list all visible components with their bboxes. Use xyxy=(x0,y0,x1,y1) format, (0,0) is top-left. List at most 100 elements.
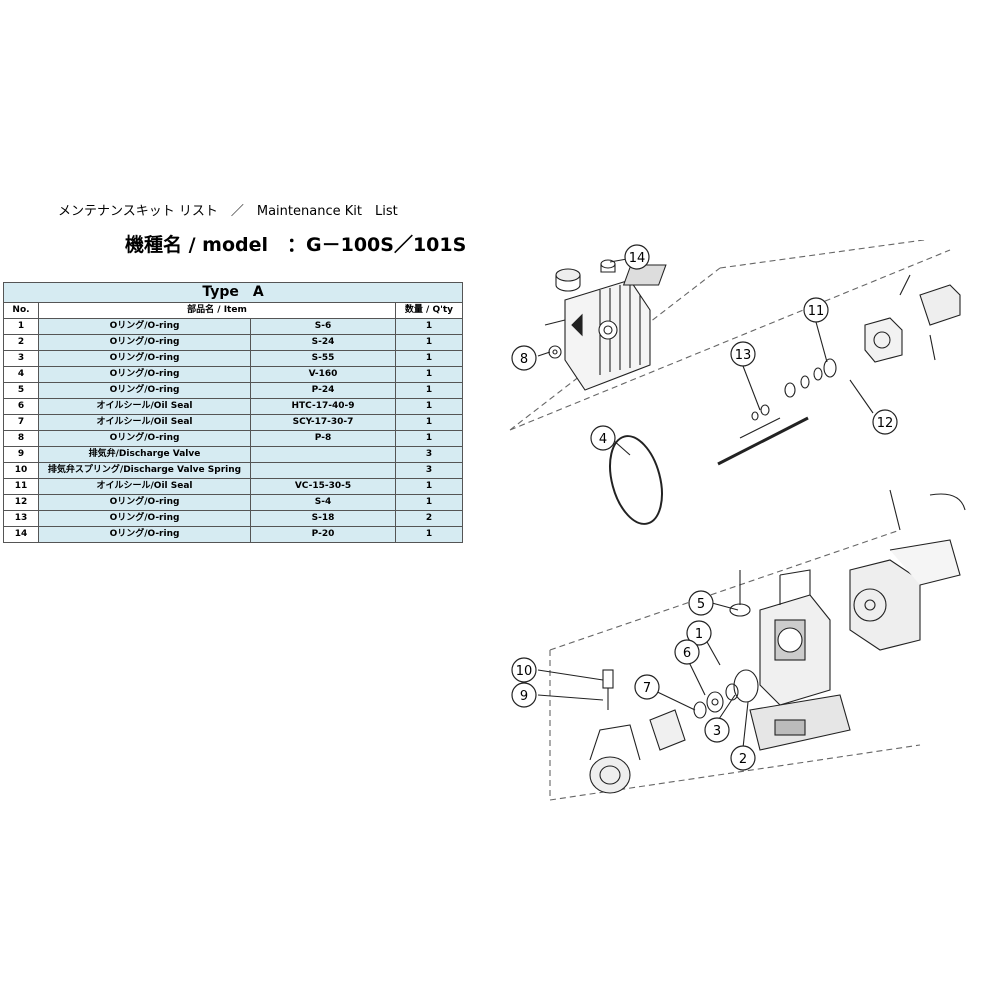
row-qty: 1 xyxy=(395,478,463,495)
row-code: VC-15-30-5 xyxy=(250,478,396,495)
col-item: 部品名 / Item xyxy=(38,302,396,319)
row-item: Oリング/O-ring xyxy=(38,350,251,367)
callout-circle xyxy=(730,745,756,771)
row-no: 13 xyxy=(3,510,39,527)
row-code: S-4 xyxy=(250,494,396,511)
row-item: Oリング/O-ring xyxy=(38,382,251,399)
row-item: Oリング/O-ring xyxy=(38,430,251,447)
discharge-valve-plate xyxy=(602,669,614,689)
row-qty: 2 xyxy=(395,510,463,527)
callout-number: 5 xyxy=(697,597,705,612)
callout-circle xyxy=(872,409,898,435)
callout-circle xyxy=(674,639,700,665)
row-qty: 1 xyxy=(395,414,463,431)
callout-circle xyxy=(590,425,616,451)
row-no: 8 xyxy=(3,430,39,447)
row-no: 14 xyxy=(3,526,39,543)
callout-number: 10 xyxy=(516,664,533,679)
row-code: P-24 xyxy=(250,382,396,399)
callout-number: 11 xyxy=(808,304,825,319)
row-item: Oリング/O-ring xyxy=(38,318,251,335)
row-item: Oリング/O-ring xyxy=(38,510,251,527)
row-code: P-8 xyxy=(250,430,396,447)
callout-circle xyxy=(803,297,829,323)
callout-circle xyxy=(730,341,756,367)
base-plate xyxy=(749,694,851,751)
model-label: 機種名 / model ：G－100S／101S xyxy=(125,234,467,256)
row-qty: 1 xyxy=(395,494,463,511)
callout-number: 3 xyxy=(713,724,721,739)
motor xyxy=(849,489,966,651)
callout-number: 7 xyxy=(643,681,651,696)
plug-cap xyxy=(600,259,616,273)
row-item: Oリング/O-ring xyxy=(38,334,251,351)
row-no: 1 xyxy=(3,318,39,335)
callout-number: 12 xyxy=(877,416,894,431)
row-no: 4 xyxy=(3,366,39,383)
row-code xyxy=(250,462,396,479)
callout-circle xyxy=(688,590,714,616)
row-code: S-55 xyxy=(250,350,396,367)
row-qty: 1 xyxy=(395,398,463,415)
row-item: Oリング/O-ring xyxy=(38,494,251,511)
row-code: S-6 xyxy=(250,318,396,335)
row-qty: 1 xyxy=(395,350,463,367)
pump-body-top xyxy=(564,279,651,391)
pump-body-bottom xyxy=(759,569,831,706)
row-no: 2 xyxy=(3,334,39,351)
row-qty: 1 xyxy=(395,318,463,335)
row-no: 3 xyxy=(3,350,39,367)
callout-number: 8 xyxy=(520,352,528,367)
page-title: メンテナンスキット リスト ／ Maintenance Kit List xyxy=(58,204,398,219)
row-no: 9 xyxy=(3,446,39,463)
sight-glass xyxy=(622,264,667,286)
row-item: Oリング/O-ring xyxy=(38,526,251,543)
plug-5 xyxy=(729,603,751,617)
row-no: 5 xyxy=(3,382,39,399)
shaft-assembly-top xyxy=(717,274,961,466)
callout-number: 1 xyxy=(695,627,703,642)
row-item: 排気弁/Discharge Valve xyxy=(38,446,251,463)
callout-circle xyxy=(511,657,537,683)
callout-number: 9 xyxy=(520,689,528,704)
large-o-ring xyxy=(609,435,663,525)
callout-number: 6 xyxy=(683,646,691,661)
row-no: 7 xyxy=(3,414,39,431)
row-item: Oリング/O-ring xyxy=(38,366,251,383)
bolt-top xyxy=(544,319,566,326)
row-code: HTC-17-40-9 xyxy=(250,398,396,415)
row-code xyxy=(250,446,396,463)
callout-circle xyxy=(511,345,537,371)
callout-circle xyxy=(686,620,712,646)
oil-cap xyxy=(555,268,581,292)
callout-number: 4 xyxy=(599,432,607,447)
row-qty: 1 xyxy=(395,366,463,383)
row-qty: 3 xyxy=(395,446,463,463)
callout-circle xyxy=(704,717,730,743)
row-code: S-18 xyxy=(250,510,396,527)
row-qty: 3 xyxy=(395,462,463,479)
callout-circle xyxy=(511,682,537,708)
row-item: オイルシール/Oil Seal xyxy=(38,478,251,495)
seal-stack xyxy=(693,669,759,719)
row-qty: 1 xyxy=(395,526,463,543)
col-no: No. xyxy=(3,302,39,319)
row-no: 10 xyxy=(3,462,39,479)
row-qty: 1 xyxy=(395,382,463,399)
row-no: 11 xyxy=(3,478,39,495)
